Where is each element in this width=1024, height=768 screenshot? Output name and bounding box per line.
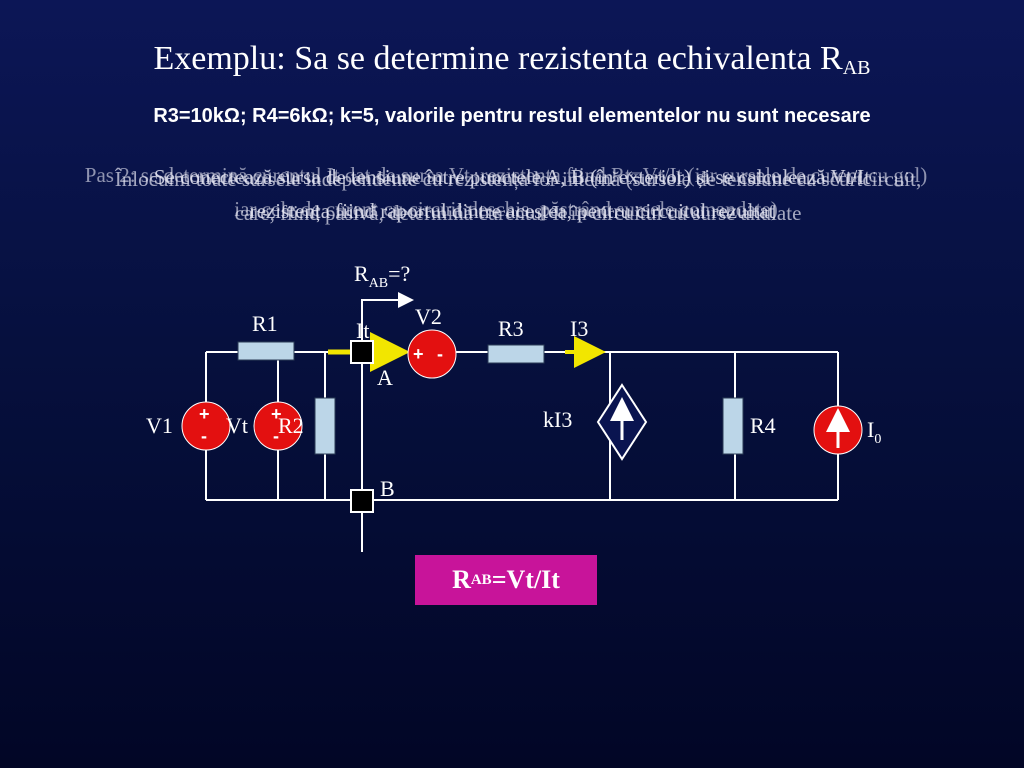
overlapping-text-3: Pas 2: se determină curentul It dat de s…	[84, 163, 928, 221]
slide-title: Exemplu: Sa se determine rezistenta echi…	[153, 40, 871, 79]
svg-text:-: -	[437, 344, 443, 364]
label-v2: V2	[415, 304, 442, 329]
resistor-r1	[237, 341, 295, 361]
given-values: R3=10kΩ; R4=6kΩ; k=5, valorile pentru re…	[153, 105, 871, 127]
overlapping-text-1: Se conectează sursa de tensiune între pu…	[153, 165, 871, 223]
label-r3: R3	[498, 316, 524, 341]
label-i3: I3	[570, 316, 588, 341]
resistor-r3	[487, 344, 545, 364]
voltage-source-vt: + -	[253, 401, 303, 451]
label-r4: R4	[750, 413, 776, 438]
overlapping-text-2: Înlocuim toate sursele independente cu r…	[114, 167, 922, 225]
label-r2: R2	[278, 413, 304, 438]
rab-question-label: RAB=?	[354, 261, 410, 291]
label-it: It	[356, 318, 369, 343]
svg-text:-: -	[273, 426, 279, 446]
resistor-r2	[314, 397, 336, 455]
label-r1: R1	[252, 311, 278, 336]
resistor-r4	[722, 397, 744, 455]
svg-text:+: +	[199, 404, 210, 424]
label-node-a: A	[377, 365, 393, 390]
label-node-b: B	[380, 476, 395, 501]
voltage-source-v1: + -	[181, 401, 231, 451]
label-vt: Vt	[226, 413, 248, 438]
svg-text:+: +	[271, 404, 282, 424]
voltage-source-v2: + -	[407, 329, 457, 379]
svg-text:-: -	[201, 426, 207, 446]
label-i0: I0	[867, 417, 881, 447]
node-b	[350, 489, 374, 513]
dependent-current-source	[596, 383, 648, 461]
svg-text:+: +	[413, 344, 424, 364]
current-source-i0	[813, 405, 863, 455]
label-v1: V1	[146, 413, 173, 438]
node-a	[350, 340, 374, 364]
label-ki3: kI3	[543, 407, 572, 432]
